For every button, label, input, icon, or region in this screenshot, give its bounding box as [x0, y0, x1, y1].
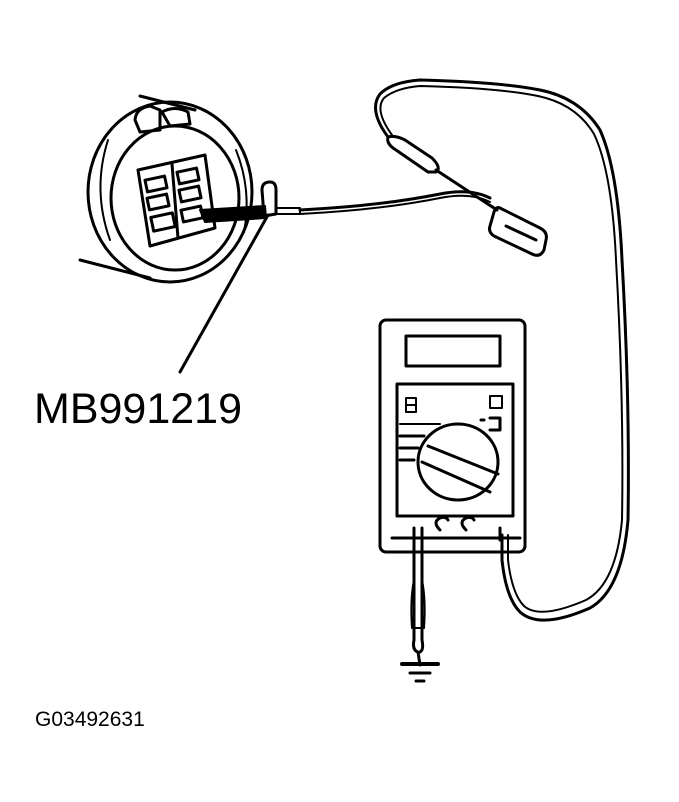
connector-illustration: [78, 94, 254, 284]
ground-icon: [400, 662, 440, 683]
test-leads: [410, 526, 502, 667]
tool-part-number-label: MB991219: [34, 385, 242, 433]
harness-wires: [374, 78, 630, 622]
multimeter: [378, 318, 527, 554]
figure-id-label: G03492631: [35, 708, 145, 731]
special-tool-probe: [178, 180, 492, 374]
